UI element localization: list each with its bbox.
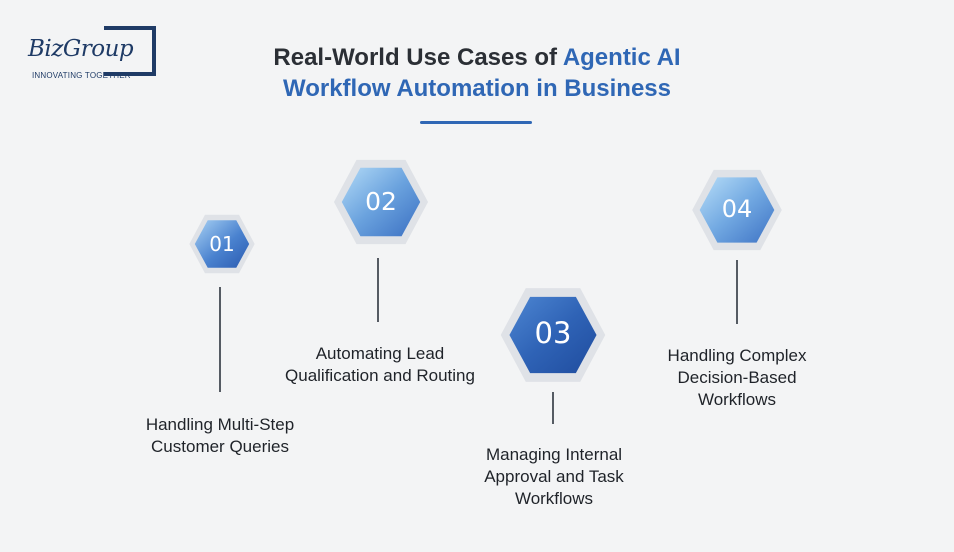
step-01-number: 01 [209, 232, 235, 256]
step-04-number: 04 [721, 195, 753, 223]
bizgroup-logo: BizGroup INNOVATING TOGETHER [26, 26, 161, 84]
step-03-number: 03 [534, 316, 572, 350]
step-02-label: Automating Lead Qualification and Routin… [285, 344, 475, 385]
page-title-line-1: Real-World Use Cases of Agentic AI [0, 42, 954, 74]
step-01-hexagon [189, 214, 255, 274]
page-title-line-2: Workflow Automation in Business [282, 75, 672, 102]
step-02-number: 02 [365, 187, 397, 216]
step-02-hexagon [333, 159, 429, 245]
title-accent: Agentic AI [562, 44, 681, 71]
step-01-connector [219, 287, 221, 392]
step-02-connector [377, 258, 379, 322]
step-04-hexagon [692, 169, 782, 251]
step-01-label: Handling Multi-Step Customer Queries [145, 415, 295, 456]
title-underline [420, 121, 532, 124]
logo-frame [104, 26, 156, 76]
step-04-label: Handling Complex Decision-Based Workflow… [667, 346, 807, 409]
logo-brand: BizGroup [28, 36, 134, 62]
step-03-hexagon [500, 288, 606, 382]
step-04-connector [736, 260, 738, 324]
step-03-connector [552, 392, 554, 424]
title-plain: Real-World Use Cases of [273, 44, 558, 71]
step-03-label: Managing Internal Approval and Task Work… [484, 445, 624, 508]
logo-tagline: INNOVATING TOGETHER [32, 71, 131, 80]
